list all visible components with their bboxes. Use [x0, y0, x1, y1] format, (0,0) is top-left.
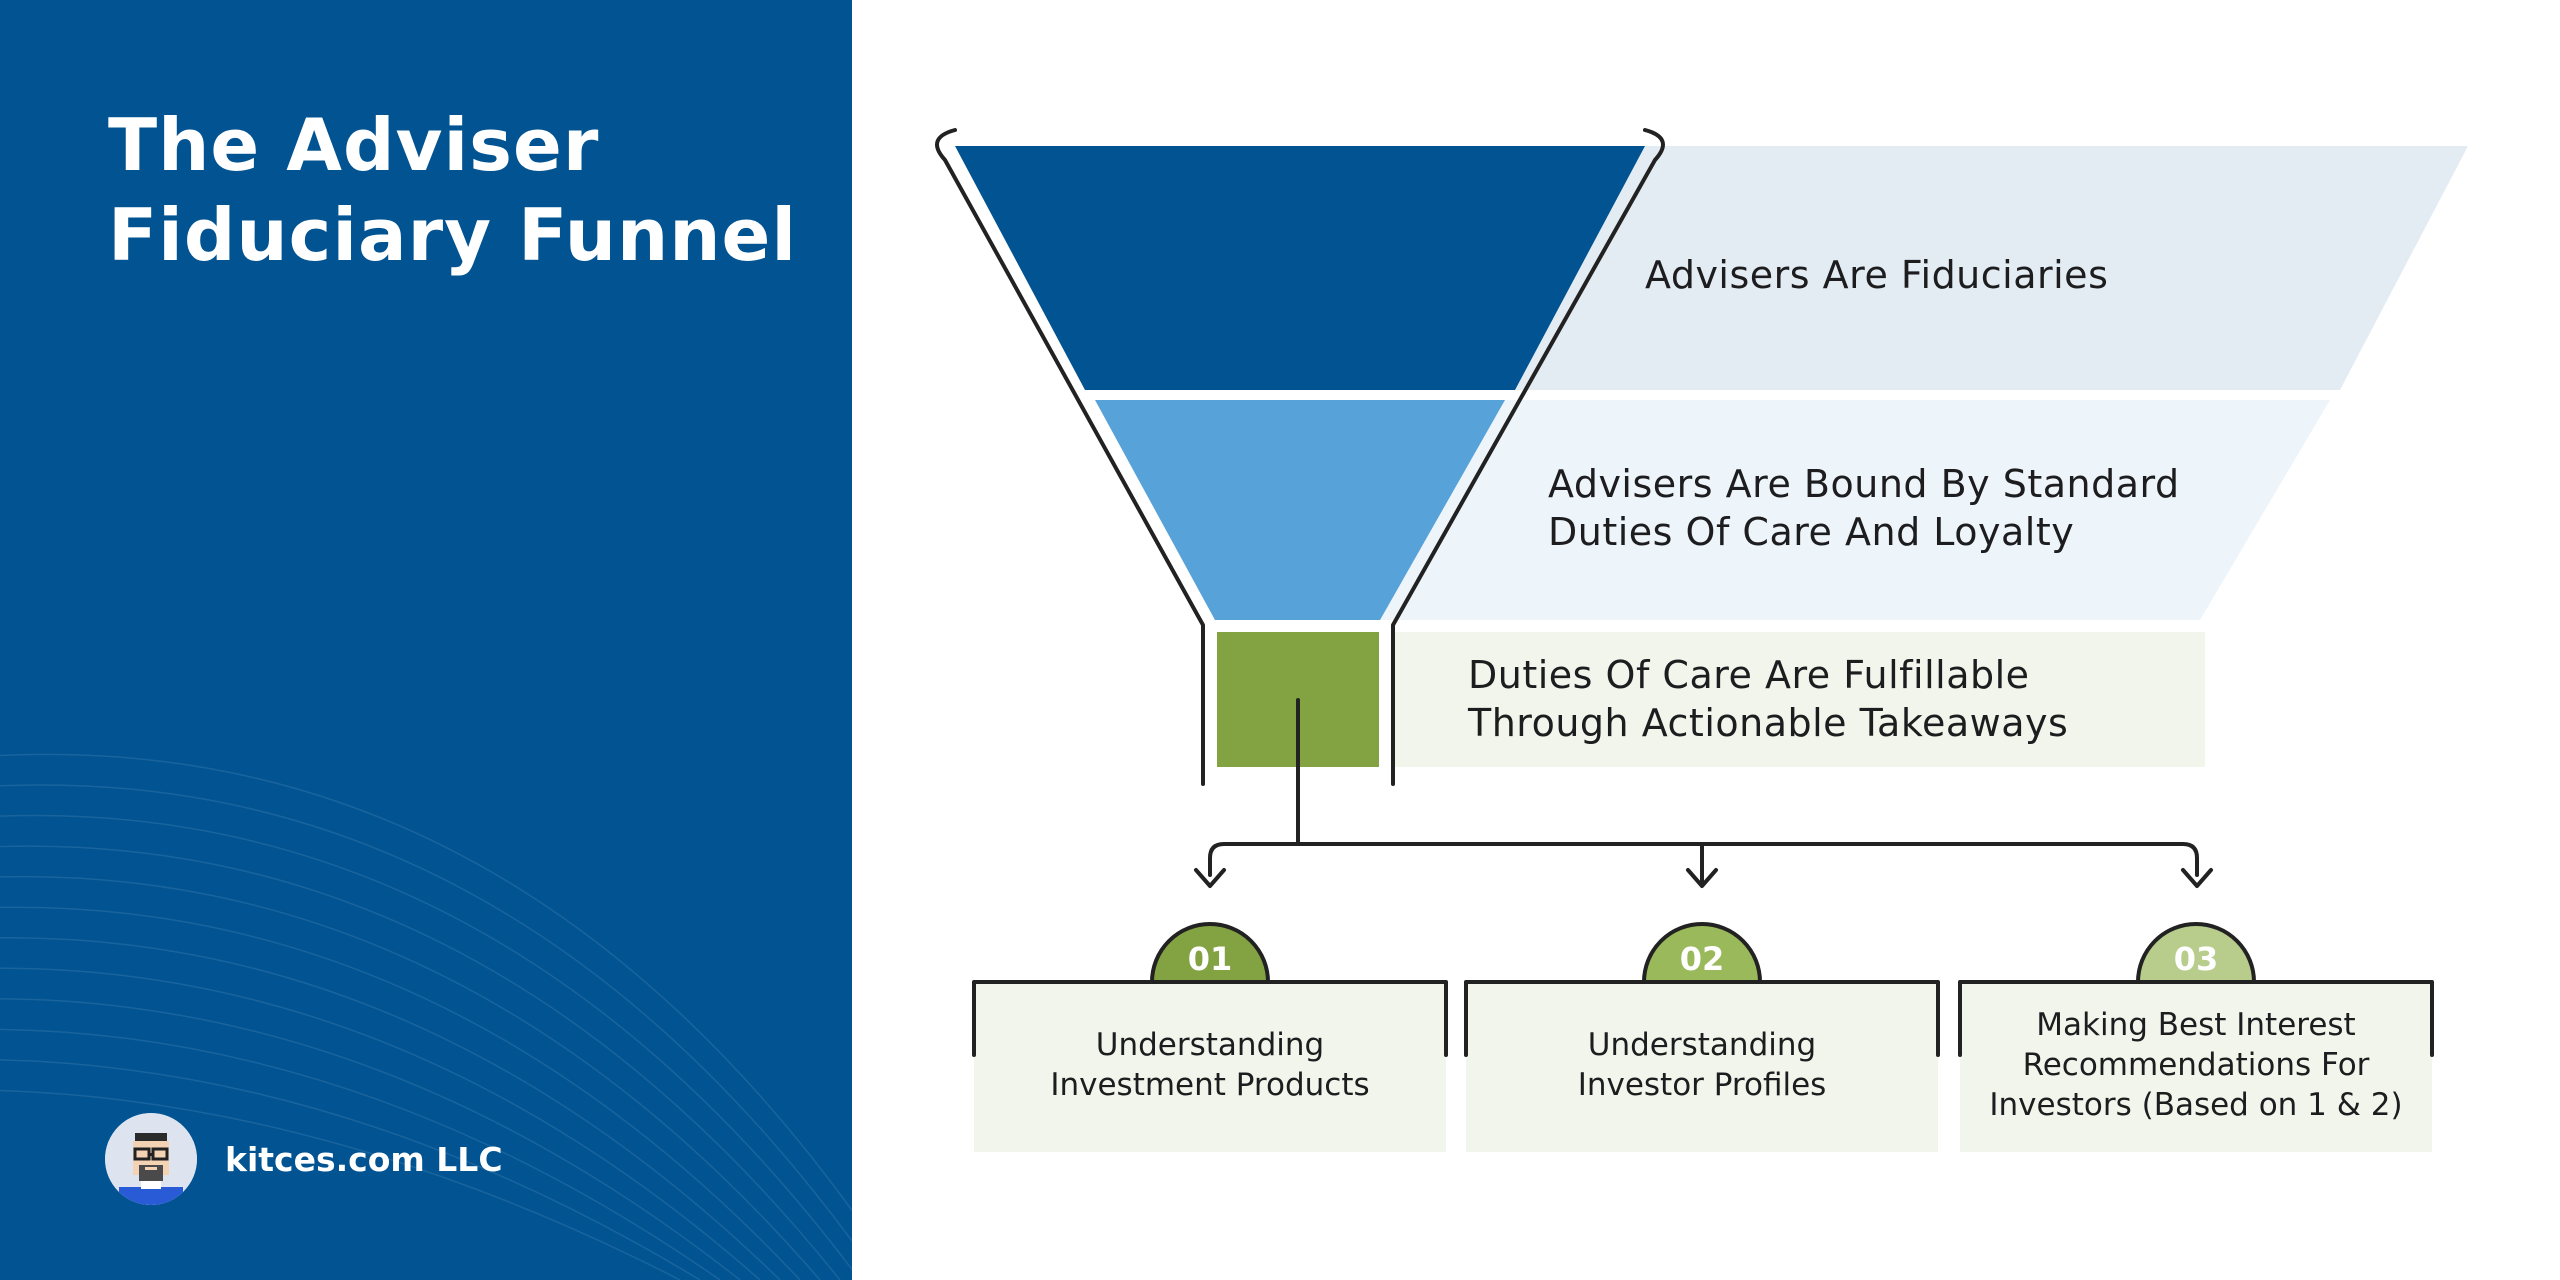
- decorative-arcs: [0, 753, 852, 1280]
- arrowhead-icons: [1194, 868, 2213, 888]
- brand: kitces.com LLC: [105, 1113, 503, 1205]
- step-1-number: 01: [1187, 940, 1233, 978]
- stage-2-label-line-1: Advisers Are Bound By Standard: [1548, 462, 2180, 506]
- step-2-label: Understanding Investor Profiles: [1466, 1025, 1938, 1105]
- step-1-label: Understanding Investment Products: [974, 1025, 1446, 1105]
- funnel-stage-2: [1095, 400, 1505, 620]
- title-line-2: Fiduciary Funnel: [108, 193, 797, 277]
- page-title: The Adviser Fiduciary Funnel: [108, 100, 797, 280]
- stage-3-label-line-2: Through Actionable Takeaways: [1468, 701, 2069, 745]
- step-1-label-line-1: Understanding: [1095, 1027, 1325, 1063]
- stage-3-label: Duties Of Care Are Fulfillable Through A…: [1468, 651, 2068, 747]
- step-3-label-line-3: Investors (Based on 1 & 2): [1989, 1087, 2403, 1123]
- connector-lines: [1208, 698, 2199, 885]
- stage-3-band: [1395, 632, 2205, 767]
- step-3-label-line-1: Making Best Interest: [2036, 1007, 2356, 1043]
- step-3-number: 03: [2173, 940, 2219, 978]
- step-2-box: [1466, 982, 1938, 1152]
- stage-1-band: [1500, 146, 2468, 390]
- stage-2-label: Advisers Are Bound By Standard Duties Of…: [1548, 460, 2180, 556]
- step-1-badge: [1149, 922, 1271, 984]
- funnel-outline-left: [935, 128, 1205, 786]
- stage-3-label-line-1: Duties Of Care Are Fulfillable: [1468, 653, 2030, 697]
- step-3-label-line-2: Recommendations For: [2022, 1047, 2370, 1083]
- step-2-label-line-1: Understanding: [1587, 1027, 1817, 1063]
- step-2-number: 02: [1679, 940, 1725, 978]
- stage-1-label-line-1: Advisers Are Fiduciaries: [1645, 253, 2109, 297]
- step-2-badge: [1641, 922, 1763, 984]
- left-panel: The Adviser Fiduciary Funnel kitces.com …: [0, 0, 852, 1280]
- step-1-box: [974, 982, 1446, 1152]
- step-3-label: Making Best Interest Recommendations For…: [1960, 1005, 2432, 1125]
- title-line-1: The Adviser: [108, 103, 600, 187]
- stage-1-label: Advisers Are Fiduciaries: [1645, 251, 2108, 299]
- stage-2-label-line-2: Duties Of Care And Loyalty: [1548, 510, 2075, 554]
- brand-name: kitces.com LLC: [225, 1139, 503, 1179]
- step-3-badge: [2135, 922, 2257, 984]
- step-2-label-line-2: Investor Profiles: [1577, 1067, 1827, 1103]
- stage-2-band: [1380, 400, 2330, 620]
- step-3-box: [1960, 982, 2432, 1152]
- funnel-stage-1: [955, 146, 1645, 390]
- step-1-label-line-2: Investment Products: [1050, 1067, 1370, 1103]
- pixel-avatar-icon: [105, 1113, 197, 1205]
- funnel-outline-right: [1391, 128, 1665, 786]
